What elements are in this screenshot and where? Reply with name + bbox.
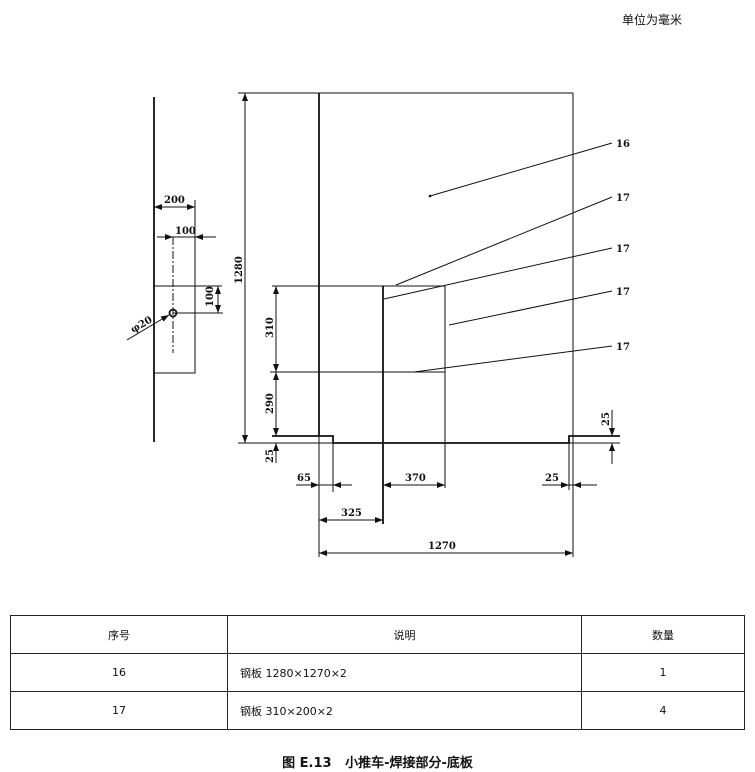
callout-17: 17 xyxy=(616,244,630,255)
dim-310: 310 xyxy=(265,317,276,338)
header-quantity: 数量 xyxy=(581,615,745,654)
unit-note: 单位为毫米 xyxy=(622,13,683,27)
dim-25-right: 25 xyxy=(601,412,612,426)
cell-quantity: 1 xyxy=(581,653,745,692)
cell-description: 钢板 1280×1270×2 xyxy=(227,653,582,692)
cell-quantity: 4 xyxy=(581,691,745,730)
table-header-row: 序号 说明 数量 xyxy=(10,615,745,654)
header-description: 说明 xyxy=(227,615,582,654)
hole-circle xyxy=(168,308,178,318)
callout-16: 16 xyxy=(616,139,630,150)
dim-1270: 1270 xyxy=(428,541,456,552)
callouts: 16 17 17 17 17 xyxy=(383,139,630,373)
dim-325: 325 xyxy=(341,508,362,519)
dim-100-horizontal: 100 xyxy=(175,226,196,237)
figure-caption: 图 E.13 小推车-焊接部分-底板 xyxy=(282,756,473,771)
dim-1280: 1280 xyxy=(234,256,245,284)
header-no: 序号 xyxy=(10,615,228,654)
dim-200: 200 xyxy=(164,195,185,206)
dim-100-vertical: 100 xyxy=(205,286,216,307)
side-view: 200 100 100 φ20 xyxy=(126,97,223,442)
cell-no: 16 xyxy=(10,653,228,692)
table-row: 16 钢板 1280×1270×2 1 xyxy=(10,653,745,692)
dim-65: 65 xyxy=(297,473,311,484)
callout-17: 17 xyxy=(616,287,630,298)
dim-290: 290 xyxy=(265,393,276,414)
dim-25-bottom: 25 xyxy=(545,473,559,484)
table-row: 17 钢板 310×200×2 4 xyxy=(10,691,745,730)
cell-no: 17 xyxy=(10,691,228,730)
main-view: 1280 310 290 25 65 370 25 325 1270 25 xyxy=(234,92,630,557)
technical-drawing: 200 100 100 φ20 xyxy=(126,92,630,557)
dim-phi20: φ20 xyxy=(129,315,154,336)
parts-table: 序号 说明 数量 16 钢板 1280×1270×2 1 17 钢板 310×2… xyxy=(10,615,745,730)
dim-25-left: 25 xyxy=(265,449,276,463)
cell-description: 钢板 310×200×2 xyxy=(227,691,582,730)
callout-17: 17 xyxy=(616,342,630,353)
dim-370: 370 xyxy=(405,473,426,484)
callout-17: 17 xyxy=(616,193,630,204)
